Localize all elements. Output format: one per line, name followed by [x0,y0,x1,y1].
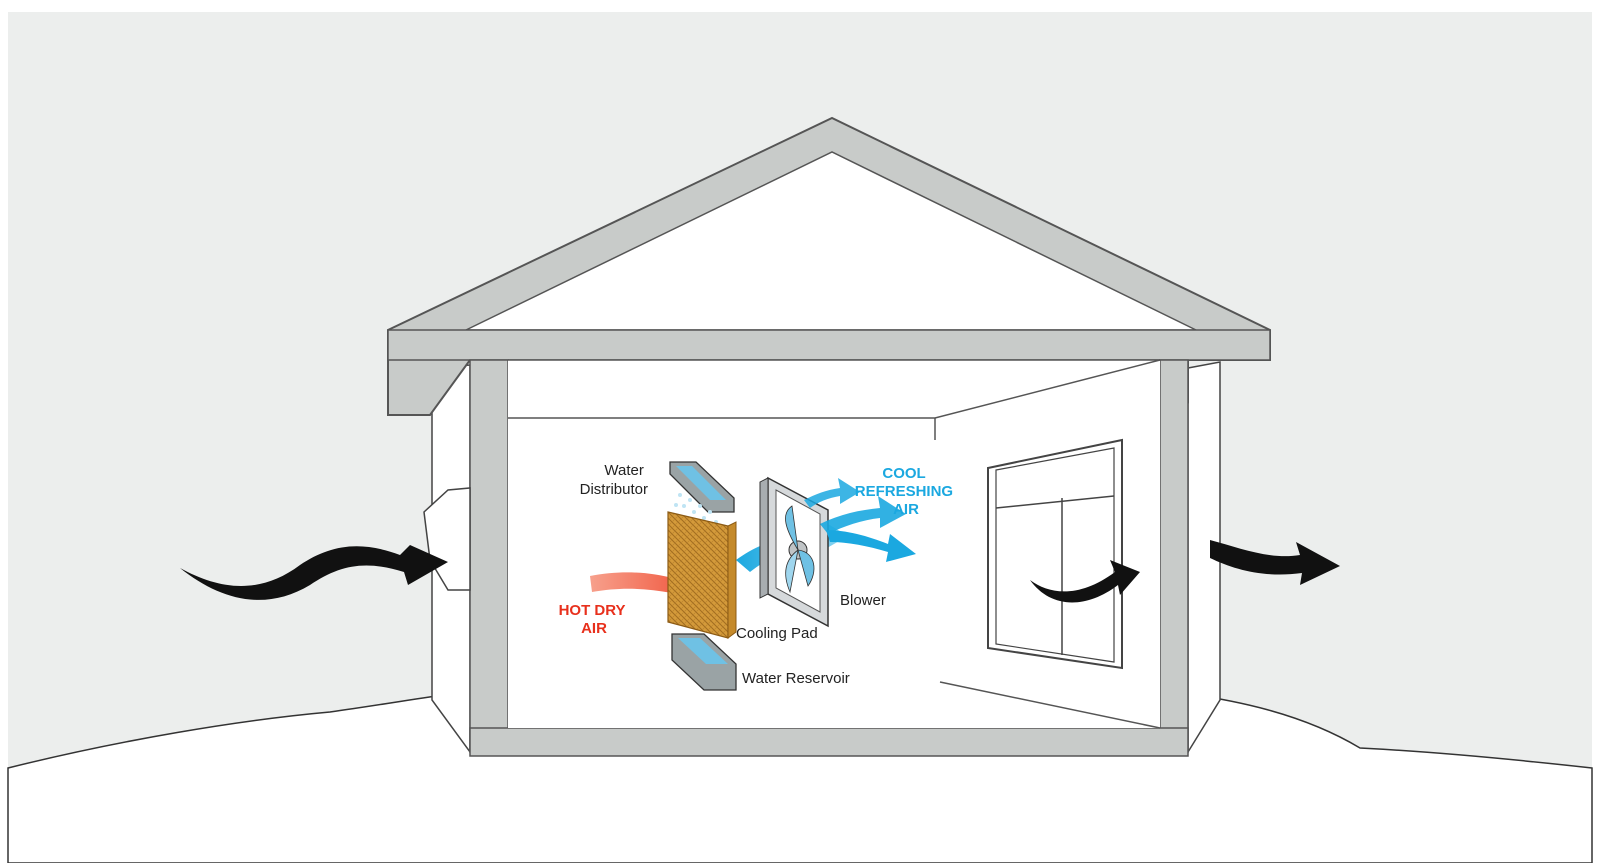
label-hot-dry-air-line1: HOT DRY [559,602,626,619]
right-white-strip [1592,0,1600,863]
room-right-wall-edge [934,418,1161,729]
floor-slab [469,727,1189,757]
top-white-strip [0,0,1600,12]
label-hot-dry-air: HOT DRY AIR [559,602,630,637]
incoming-air-arrow [180,545,448,600]
outgoing-air-arrow-inside [1030,560,1140,603]
label-water-distributor-line1: Water [604,462,643,479]
cool-air-outflow-arrows [804,478,916,562]
water-reservoir [671,633,737,691]
right-wall-post [1159,359,1189,753]
water-distributor [669,461,735,513]
label-water-distributor-line2: Distributor [580,481,648,498]
label-water-reservoir: Water Reservoir [742,670,850,687]
left-wall-post [469,359,509,753]
window [987,438,1123,670]
cooling-pad [667,511,737,639]
left-white-strip [0,0,8,863]
label-cool-refreshing-air-line2: REFRESHING [855,483,953,500]
label-cooling-pad: Cooling Pad [736,625,818,642]
label-water-distributor: Water Distributor [580,462,648,498]
label-blower: Blower [840,592,886,609]
label-cool-refreshing-air-line3: AIR [893,501,919,518]
label-hot-dry-air-line2: AIR [581,620,607,637]
roof-beam [387,329,1271,361]
label-cool-refreshing-air-line1: COOL [882,465,925,482]
label-cool-refreshing-air: COOL REFRESHING AIR [855,465,958,518]
blower-fan [759,476,829,628]
outgoing-air-arrow-outside [1210,540,1340,585]
